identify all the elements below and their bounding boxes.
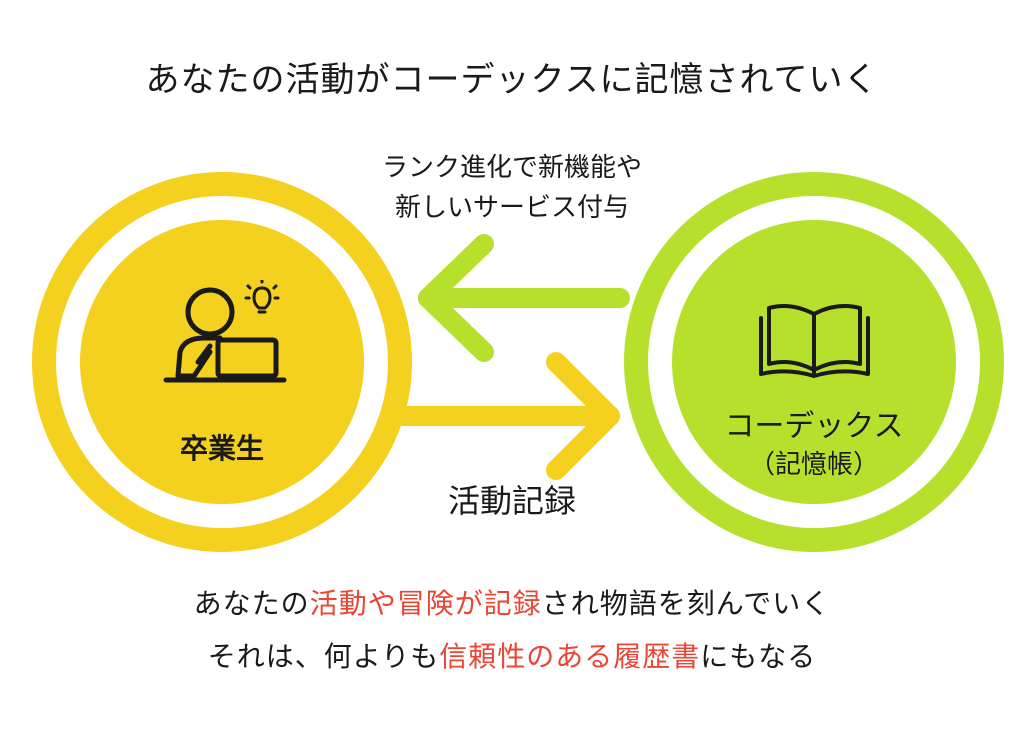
body-line-2-highlight: 信頼性のある履歴書: [439, 640, 701, 673]
arrow-left-green: [418, 234, 630, 362]
arrow-top-caption-line-2: 新しいサービス付与: [394, 193, 629, 223]
codex-node: コーデックス （記憶帳）: [624, 172, 1004, 552]
codex-sub-label: （記憶帳）: [748, 450, 879, 480]
body-line-2-part-3: にもなる: [700, 640, 817, 673]
person-thinking-laptop-icon: [163, 280, 287, 383]
graduate-label: 卒業生: [179, 432, 264, 465]
arrow-bottom-caption: 活動記録: [447, 482, 576, 520]
codex-label-block: コーデックス （記憶帳）: [672, 408, 956, 484]
body-line-1-highlight: 活動や冒険が記録: [309, 587, 542, 620]
body-line-1-part-1: あなたの: [193, 587, 310, 620]
body-line-2-part-1: それは、何よりも: [207, 640, 440, 673]
body-line-1-part-3: され物語を刻んでいく: [541, 587, 831, 620]
codex-label: コーデックス: [724, 409, 904, 444]
body-line-2: それは、何よりも信頼性のある履歴書にもなる: [0, 635, 1024, 675]
arrow-top-caption: ランク進化で新機能や 新しいサービス付与: [312, 148, 712, 228]
arrow-top-caption-line-1: ランク進化で新機能や: [381, 153, 642, 183]
codex-node-fill: コーデックス （記憶帳）: [672, 220, 956, 504]
graduate-node-fill: 卒業生: [80, 220, 364, 504]
open-book-icon: [759, 304, 870, 378]
arrow-right-yellow: [394, 352, 620, 480]
diagram-title: あなたの活動がコーデックスに記憶されていく: [145, 60, 879, 100]
body-line-1: あなたの活動や冒険が記録され物語を刻んでいく: [0, 582, 1024, 622]
